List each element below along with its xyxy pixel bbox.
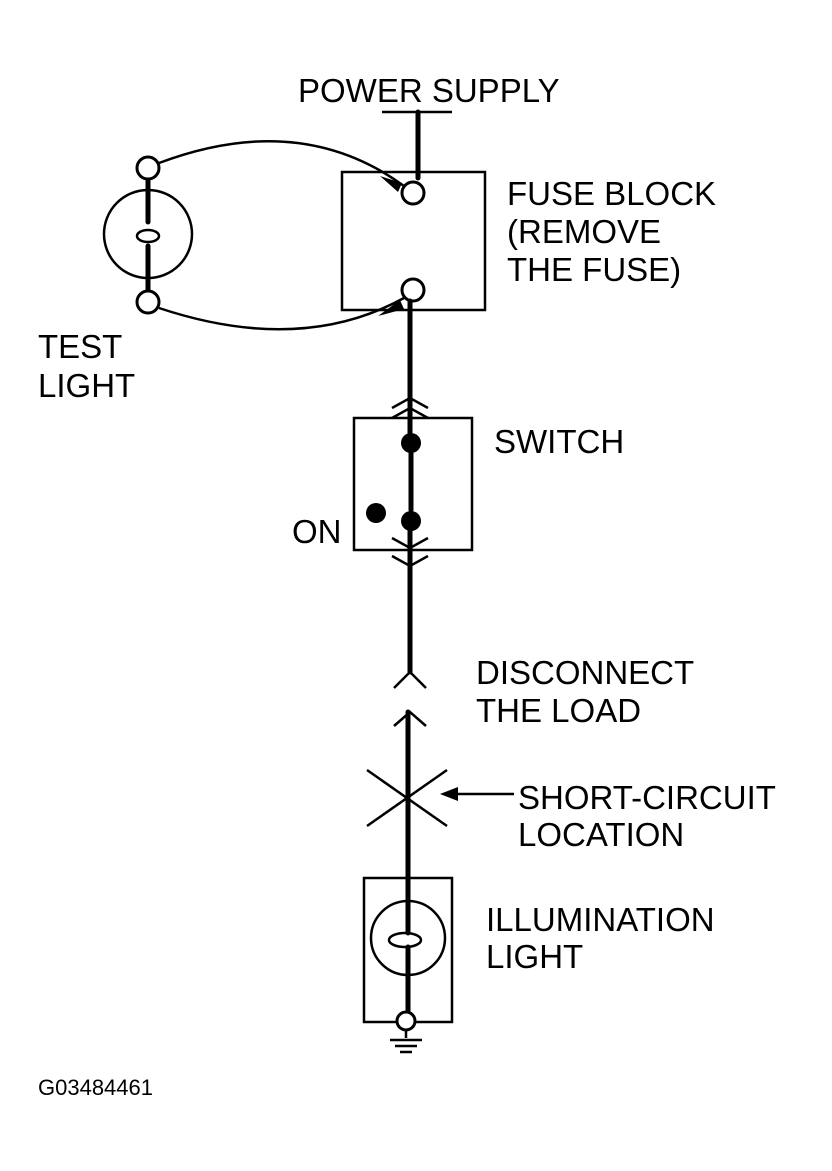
fuse-terminal-top xyxy=(400,180,426,206)
switch-contact-on xyxy=(401,511,421,531)
test-lead-bottom xyxy=(158,296,405,331)
switch-contact-top xyxy=(401,433,421,453)
test-clip-bottom xyxy=(378,300,404,316)
test-light-filament xyxy=(135,228,161,244)
test-light-terminal-top xyxy=(135,155,161,181)
short-circuit-arrow-head xyxy=(440,787,458,801)
test-light-terminal-bottom xyxy=(135,289,161,315)
fuse-block-label-line2: (REMOVE xyxy=(507,213,661,250)
short-circuit-mark-stroke-b xyxy=(366,768,448,828)
switch-label: SWITCH xyxy=(494,423,624,460)
short-circuit-label-line1: SHORT-CIRCUIT xyxy=(518,779,776,816)
switch-contact-off xyxy=(366,503,386,523)
short-circuit-label-line2: LOCATION xyxy=(518,816,684,853)
test-lead-top xyxy=(158,139,405,188)
illumination-label-line2: LIGHT xyxy=(486,938,583,975)
test-clip-top xyxy=(380,176,402,192)
fuse-block-label-line1: FUSE BLOCK xyxy=(507,175,716,212)
figure-id: G03484461 xyxy=(38,1075,153,1100)
illumination-light-filament xyxy=(387,931,423,949)
power-supply-label: POWER SUPPLY xyxy=(298,72,560,109)
switch-box xyxy=(352,416,474,552)
disconnect-label-line2: THE LOAD xyxy=(476,692,641,729)
test-light-label-line1: TEST xyxy=(38,328,122,365)
disconnect-connector-top xyxy=(393,670,427,689)
switch-connector-top-inner xyxy=(391,406,429,420)
fuse-block-label-line3: THE FUSE) xyxy=(507,251,681,288)
switch-on-label: ON xyxy=(292,513,342,550)
ground-terminal xyxy=(395,1010,417,1032)
switch-connector-top-outer xyxy=(391,396,429,410)
test-light-label-line2: LIGHT xyxy=(38,367,135,404)
illumination-label-line1: ILLUMINATION xyxy=(486,901,715,938)
disconnect-label-line1: DISCONNECT xyxy=(476,654,694,691)
fuse-block-box xyxy=(340,170,487,312)
fuse-terminal-bottom xyxy=(400,277,426,303)
